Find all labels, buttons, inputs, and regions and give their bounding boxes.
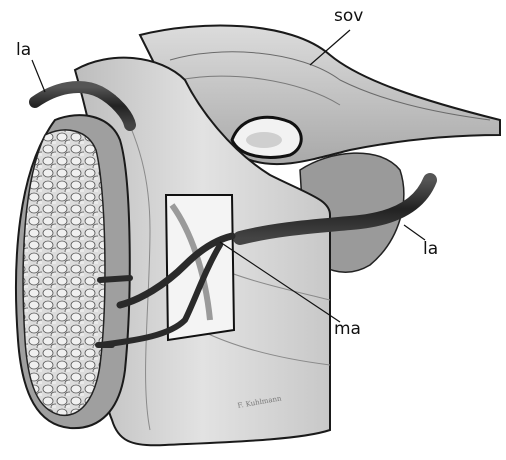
label-la-right: la	[423, 241, 438, 258]
label-sov: sov	[334, 8, 363, 25]
leader-la-right	[404, 225, 425, 240]
superior-orbital-vein-lumen	[232, 117, 301, 157]
muscle-cross-section	[16, 115, 130, 428]
label-la-left: la	[16, 42, 31, 59]
label-ma: ma	[334, 321, 361, 338]
membrane-window	[166, 195, 234, 340]
leader-la-left	[32, 60, 45, 92]
